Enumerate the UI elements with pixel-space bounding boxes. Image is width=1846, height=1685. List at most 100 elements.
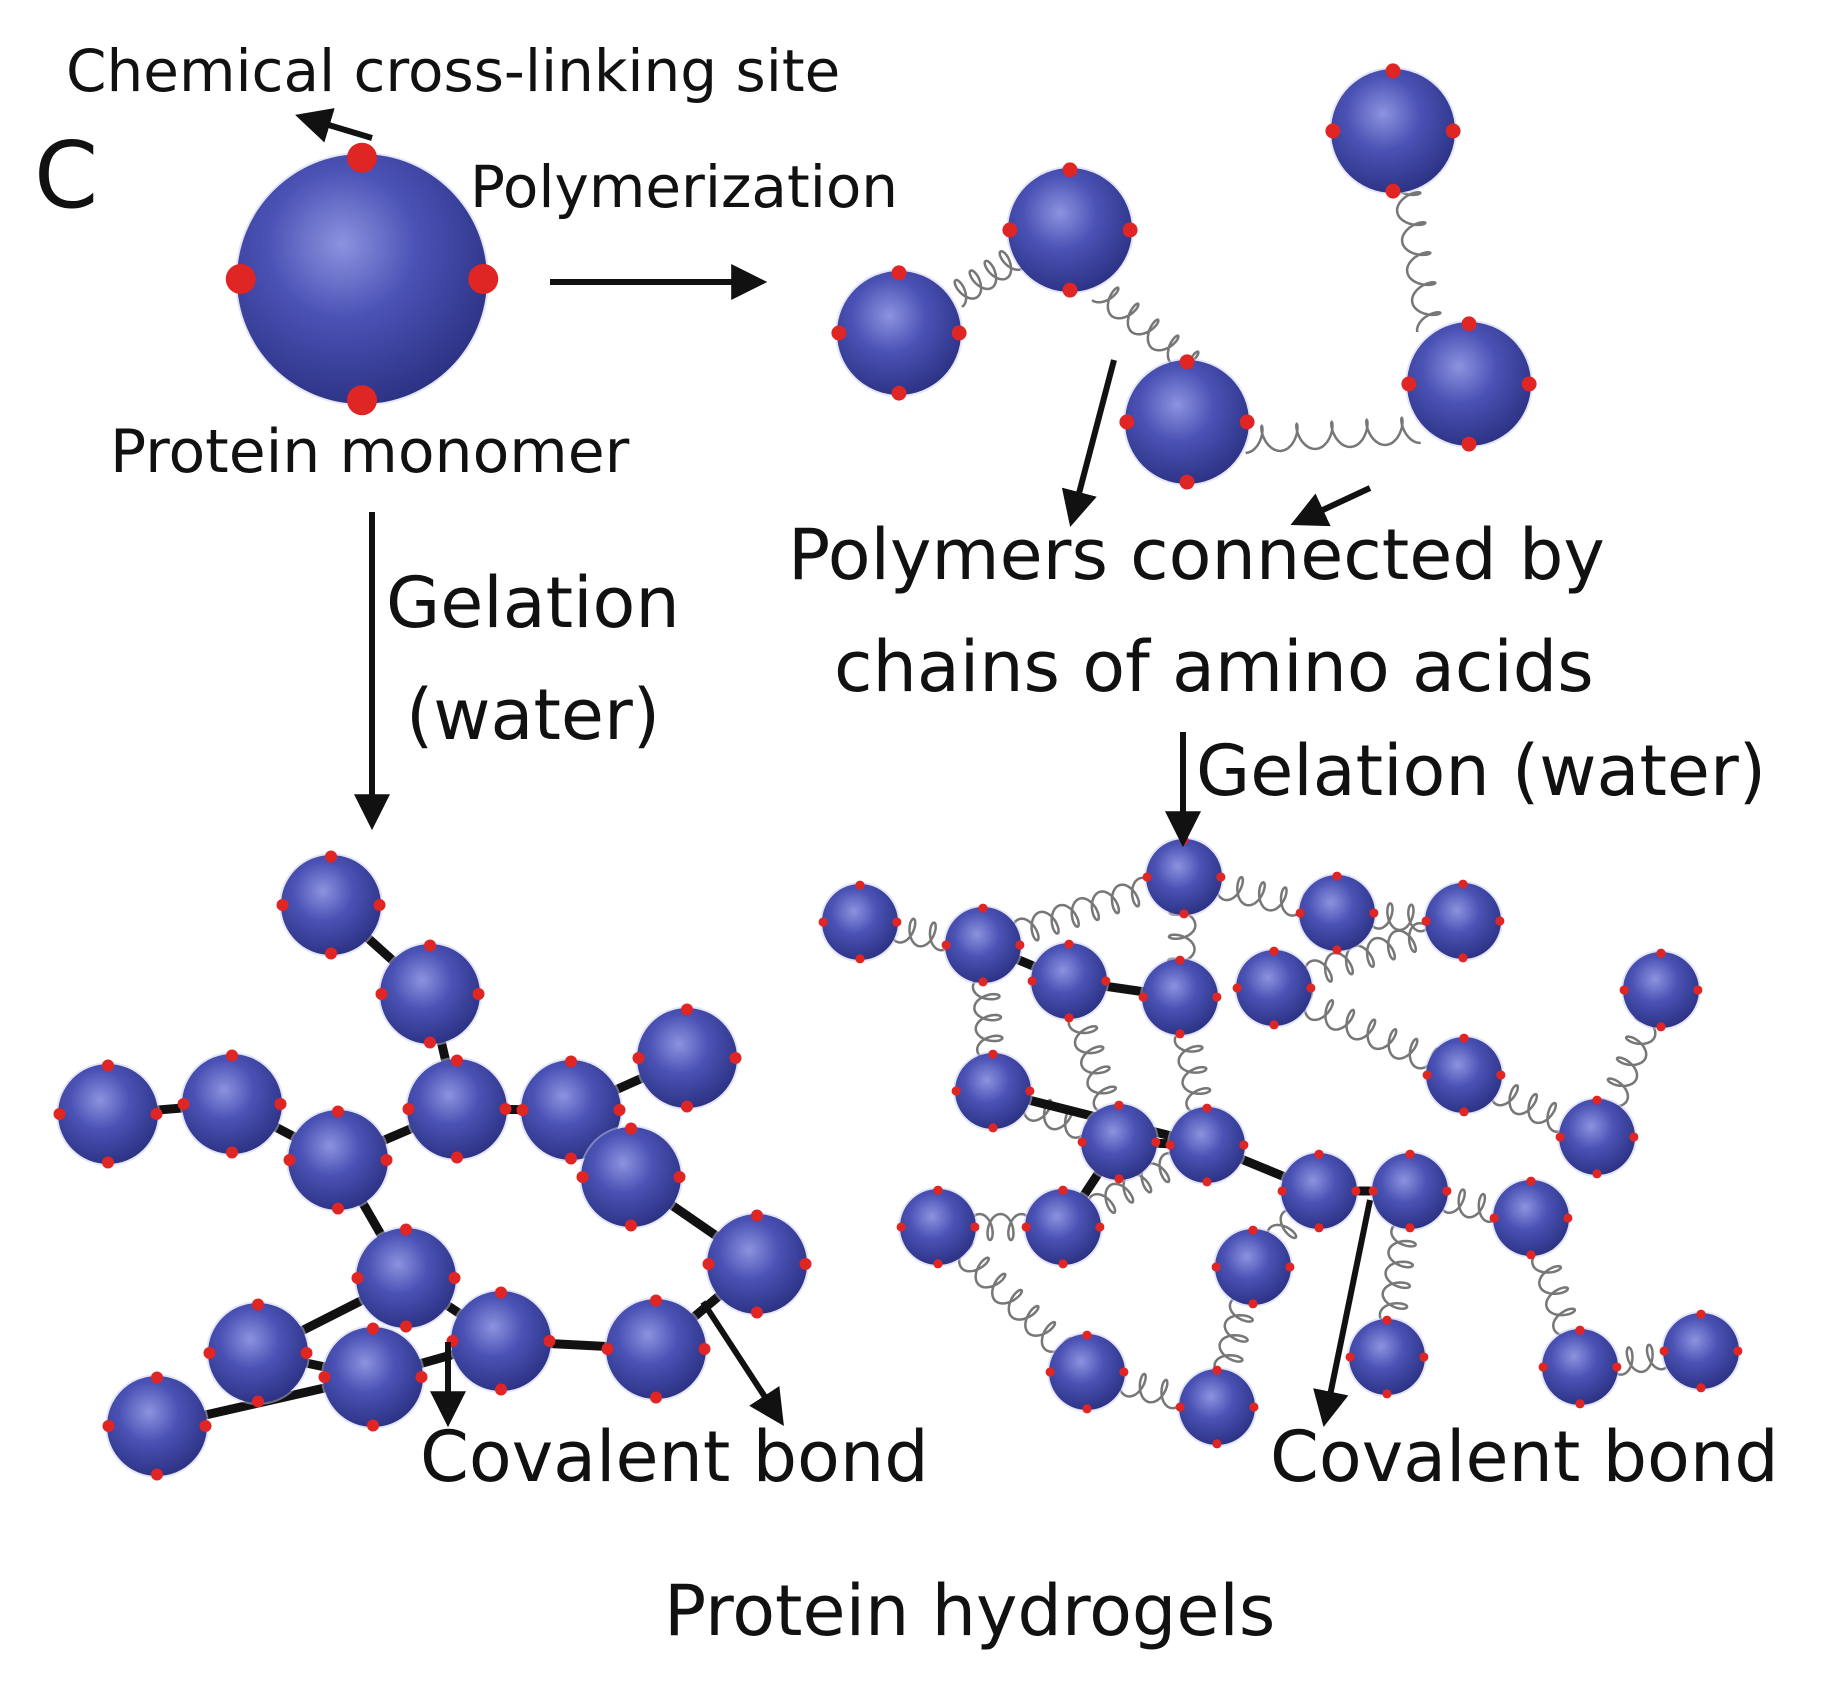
- sphere-body: [1372, 1153, 1448, 1229]
- crosslink-site-dot: [1269, 1020, 1279, 1030]
- crosslink-site-dot: [1575, 1399, 1585, 1409]
- sphere-body: [837, 271, 961, 395]
- crosslink-site-dot: [1295, 908, 1305, 918]
- sphere-body: [1426, 1037, 1502, 1113]
- crosslink-site-dot: [1592, 1169, 1602, 1179]
- crosslink-site-dot: [495, 1383, 507, 1396]
- gelation-left-water-label: (water): [406, 674, 661, 756]
- amino-acid-chain: [1391, 181, 1442, 333]
- crosslink-site-dot: [274, 1098, 287, 1110]
- crosslink-site-dot: [891, 385, 907, 401]
- gel-right-sphere: [1277, 1149, 1361, 1233]
- crosslink-site-dot: [1179, 354, 1195, 370]
- crosslink-site-dot: [1077, 1137, 1087, 1147]
- gel-right-sphere: [1538, 1325, 1622, 1409]
- crosslink-site-label: Chemical cross-linking site: [66, 37, 841, 105]
- gel-right-sphere: [1077, 1100, 1161, 1184]
- crosslink-site-dot: [402, 1103, 415, 1115]
- sphere-body: [380, 944, 480, 1044]
- sphere-body: [1169, 1107, 1245, 1183]
- crosslink-site-dot: [1058, 1185, 1068, 1195]
- crosslink-site-dot: [601, 1343, 614, 1355]
- crosslink-site-dot: [988, 1123, 998, 1133]
- crosslink-site-dot: [729, 1052, 742, 1064]
- crosslink-site-dot: [300, 1347, 313, 1359]
- crosslink-site-dot: [978, 977, 988, 987]
- crosslink-site-dot: [1082, 1404, 1092, 1414]
- crosslink-site-dot: [1696, 1309, 1706, 1319]
- sphere-body: [1623, 952, 1699, 1028]
- crosslink-site-dot: [1345, 1352, 1355, 1362]
- crosslink-site-dot: [1082, 1330, 1092, 1340]
- crosslink-site-dot: [151, 1468, 163, 1481]
- gel-left-sphere: [702, 1209, 812, 1319]
- sphere-body: [1081, 1104, 1157, 1180]
- crosslink-site-dot: [347, 385, 377, 416]
- crosslink-site-dot: [891, 265, 907, 281]
- crosslink-site-dot: [698, 1343, 711, 1355]
- polymerization-label: Polymerization: [470, 153, 899, 221]
- sphere-body: [707, 1214, 807, 1314]
- crosslink-site-dot: [1151, 1137, 1161, 1147]
- crosslink-site-dot: [1212, 1365, 1222, 1375]
- crosslink-site-dot: [1659, 1346, 1669, 1356]
- crosslink-site-dot: [1248, 1299, 1258, 1309]
- arrows-layer: [295, 108, 1373, 1428]
- gel-right-sphere: [1422, 1033, 1506, 1117]
- crosslink-site-dot: [1232, 983, 1242, 993]
- crosslink-site-dot: [1239, 1140, 1249, 1150]
- sphere-body: [1663, 1313, 1739, 1389]
- crosslink-site-dot: [375, 988, 388, 1000]
- crosslink-site-dot: [1401, 376, 1417, 392]
- crosslink-site-dot: [1325, 123, 1341, 139]
- crosslink-site-dot: [1619, 985, 1629, 995]
- crosslink-site-dot: [351, 1272, 364, 1284]
- sphere-body: [407, 1059, 507, 1159]
- gel-right-sphere: [818, 880, 902, 964]
- sphere-body: [107, 1376, 207, 1476]
- crosslink-site-dot: [1025, 1086, 1035, 1096]
- crosslink-site-dot: [1101, 976, 1111, 986]
- crosslink-site-dot: [941, 940, 951, 950]
- panel-letter: C: [34, 122, 99, 229]
- crosslink-site-dot: [1351, 1186, 1361, 1196]
- crosslink-site-dot: [1314, 1149, 1324, 1159]
- crosslink-site-dot: [751, 1306, 763, 1319]
- crosslink-site-dot: [1461, 436, 1477, 452]
- crosslink-site-dot: [831, 325, 847, 341]
- crosslink-site-dot: [613, 1104, 626, 1116]
- crosslink-site-dot: [1015, 940, 1025, 950]
- crosslink-site-dot: [318, 1371, 331, 1383]
- crosslink-site-dot: [203, 1347, 216, 1359]
- gel-right-sphere: [1027, 939, 1111, 1023]
- crosslink-site-dot: [1459, 1033, 1469, 1043]
- crosslink-site-dot: [1368, 1186, 1378, 1196]
- crosslink-site-dot: [1442, 1186, 1452, 1196]
- sphere-body: [1331, 69, 1455, 193]
- crosslink-site-dot: [1592, 1095, 1602, 1105]
- crosslink-site-dot: [1239, 414, 1255, 430]
- covalent-bond-right-label: Covalent bond: [1270, 1416, 1779, 1498]
- sphere-body: [1299, 875, 1375, 951]
- sphere-body: [1031, 943, 1107, 1019]
- crosslink-site-dot: [1693, 985, 1703, 995]
- gel-left-sphere: [177, 1049, 287, 1159]
- polymer-pointer-arrow-right: [1290, 485, 1372, 527]
- crosslink-site-dot: [150, 1108, 163, 1120]
- crosslink-site-dot: [978, 903, 988, 913]
- crosslink-site-dot: [576, 1171, 589, 1183]
- crosslink-site-dot: [625, 1122, 637, 1135]
- crosslink-site-dot: [252, 1298, 264, 1311]
- crosslink-site-dot: [1248, 1225, 1258, 1235]
- gel-left-sphere: [102, 1371, 212, 1481]
- crosslink-site-dot: [799, 1258, 812, 1270]
- sphere-body: [323, 1327, 423, 1427]
- amino-acid-chain: [1245, 415, 1421, 455]
- crosslink-site-dot: [855, 954, 865, 964]
- crosslink-site-dot: [102, 1156, 114, 1169]
- sphere-body: [281, 855, 381, 955]
- crosslink-site-dot: [1002, 222, 1018, 238]
- crosslink-site-dot: [1062, 282, 1078, 298]
- crosslink-site-dot: [451, 1151, 463, 1164]
